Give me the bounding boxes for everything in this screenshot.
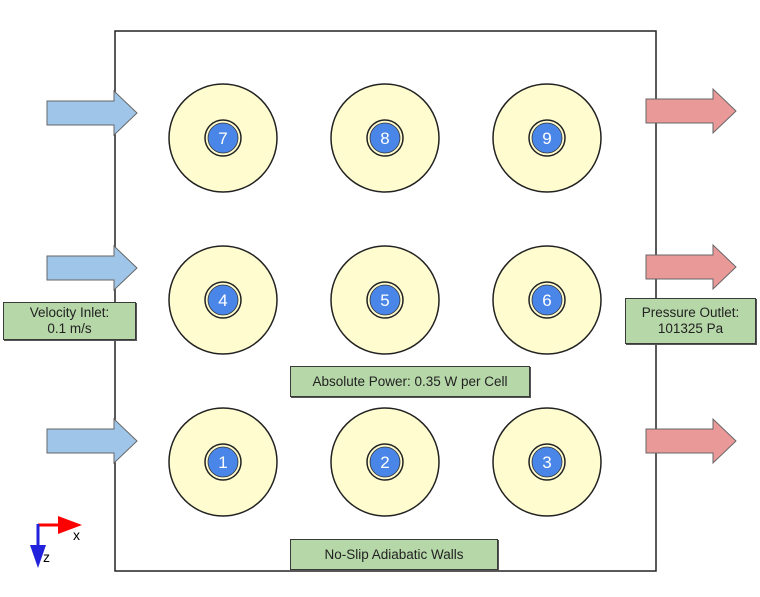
cell-core [369, 122, 401, 154]
inlet-flow-arrow-icon [46, 89, 138, 137]
heater-cell: 9 [492, 83, 602, 193]
heater-cell: 8 [330, 83, 440, 193]
cell-core [369, 446, 401, 478]
cell-number: 8 [380, 129, 389, 148]
cell-number: 1 [218, 453, 227, 472]
heater-cell: 4 [168, 245, 278, 355]
cell-number: 6 [542, 291, 551, 310]
outlet-flow-arrow-icon [645, 243, 737, 291]
pressure-outlet-label: Pressure Outlet: 101325 Pa [625, 298, 756, 344]
wall-condition-label: No-Slip Adiabatic Walls [290, 539, 498, 570]
cell-number: 7 [218, 129, 227, 148]
absolute-power-label: Absolute Power: 0.35 W per Cell [290, 366, 530, 397]
axis-triad: x z [30, 516, 82, 568]
cell-core [531, 284, 563, 316]
outlet-flow-arrow-icon [645, 417, 737, 465]
x-axis-label: x [73, 527, 80, 543]
cell-number: 3 [542, 453, 551, 472]
heater-cell: 2 [330, 407, 440, 517]
cell-number: 2 [380, 453, 389, 472]
outlet-flow-arrow-icon [645, 87, 737, 135]
cell-core [531, 446, 563, 478]
heater-cell: 7 [168, 83, 278, 193]
cell-number: 4 [218, 291, 227, 310]
inlet-flow-arrow-icon [46, 244, 138, 292]
heater-cell: 5 [330, 245, 440, 355]
z-axis-label: z [43, 549, 50, 565]
cell-core [531, 122, 563, 154]
z-axis-arrowhead-icon [30, 545, 46, 568]
heater-cell: 1 [168, 407, 278, 517]
cell-core [207, 446, 239, 478]
inlet-flow-arrow-icon [46, 417, 138, 465]
heater-cell: 6 [492, 245, 602, 355]
heater-cell: 3 [492, 407, 602, 517]
cell-core [207, 122, 239, 154]
cell-number: 5 [380, 291, 389, 310]
x-axis-arrowhead-icon [58, 516, 82, 534]
cell-core [369, 284, 401, 316]
velocity-inlet-label: Velocity Inlet: 0.1 m/s [3, 302, 136, 340]
cell-number: 9 [542, 129, 551, 148]
cell-core [207, 284, 239, 316]
